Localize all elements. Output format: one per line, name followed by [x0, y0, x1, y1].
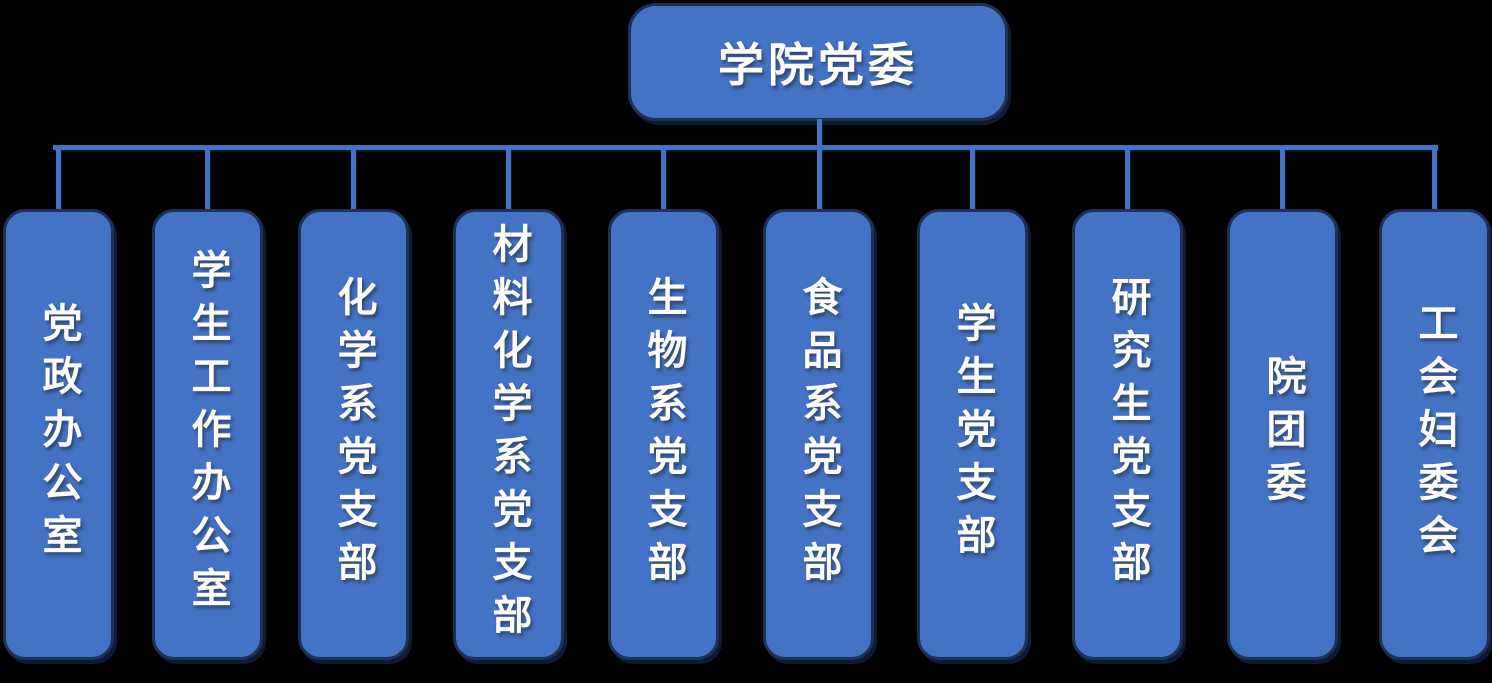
- connector-drop: [56, 148, 61, 210]
- connector-drop: [351, 148, 356, 210]
- org-unit-box: 材料化学系党支部: [453, 209, 564, 660]
- connector-drop: [506, 148, 511, 210]
- connector-drop: [661, 148, 666, 210]
- connector-drop: [1280, 148, 1285, 210]
- connector-drop: [1125, 148, 1130, 210]
- connector-drop: [970, 148, 975, 210]
- org-unit-box: 党政办公室: [3, 209, 114, 660]
- org-unit-box: 学生党支部: [917, 209, 1028, 660]
- org-unit-box: 研究生党支部: [1072, 209, 1183, 660]
- org-unit-box: 食品系党支部: [763, 209, 874, 660]
- connector-stem: [817, 119, 822, 147]
- org-unit-box: 化学系党支部: [298, 209, 409, 660]
- org-unit-box: 学生工作办公室: [152, 209, 263, 660]
- org-unit-box: 生物系党支部: [608, 209, 719, 660]
- org-unit-box: 院团委: [1227, 209, 1338, 660]
- connector-drop: [1432, 148, 1437, 210]
- org-root-box: 学院党委: [628, 3, 1008, 121]
- connector-rail: [53, 145, 1438, 150]
- connector-drop: [817, 148, 822, 210]
- connector-drop: [205, 148, 210, 210]
- org-unit-box: 工会妇委会: [1379, 209, 1490, 660]
